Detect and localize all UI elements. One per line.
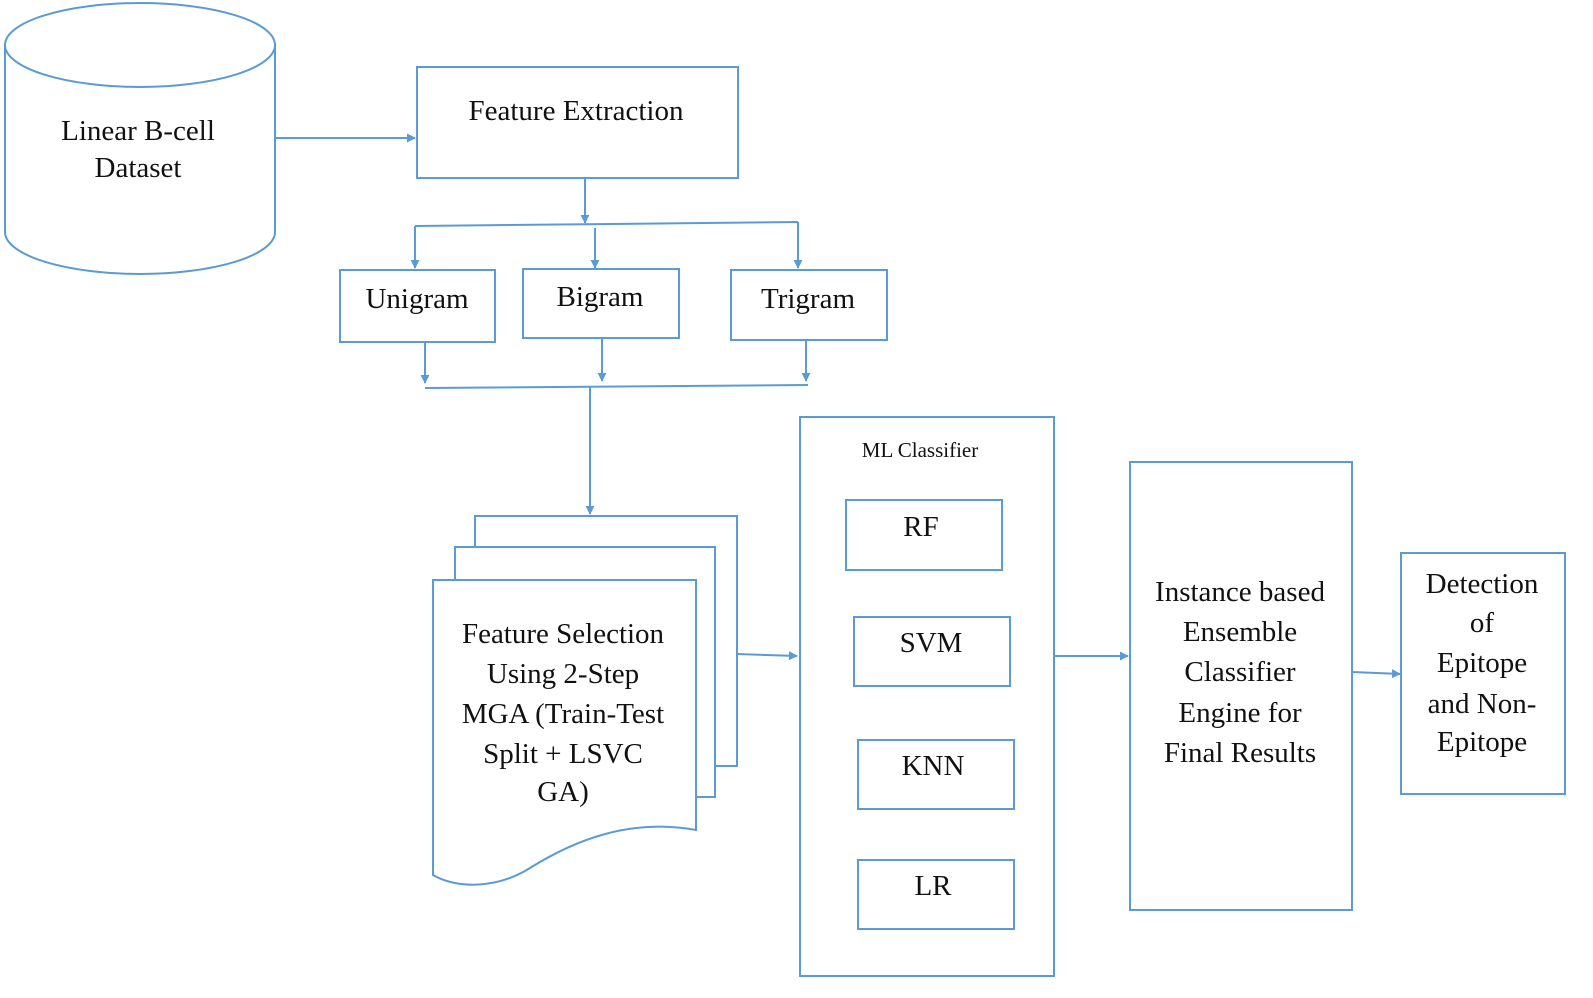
arrow-selection-to-classifier <box>736 651 798 661</box>
feature-selection-line-1: Feature Selection <box>462 618 665 650</box>
classifier-svm-box <box>853 616 1011 687</box>
classifier-knn-label: KNN <box>902 750 965 782</box>
ensemble-line-2: Ensemble <box>1183 616 1297 648</box>
feature-selection-line-4: Split + LSVC <box>483 738 643 770</box>
dataset-cylinder: Linear B-cell Dataset <box>4 2 276 275</box>
dataset-label-line-2: Dataset <box>95 152 182 184</box>
classifier-rf-box <box>845 499 1003 571</box>
classifier-lr-box <box>857 859 1015 930</box>
unigram-box: Unigram <box>339 269 496 343</box>
trigram-box: Trigram <box>730 269 888 341</box>
feature-selection-line-3: MGA (Train-Test <box>462 698 664 730</box>
classifier-svm-label: SVM <box>900 627 963 659</box>
trigram-label: Trigram <box>761 283 855 315</box>
arrow-ensemble-to-detection <box>1351 669 1401 679</box>
classifier-knn-box <box>857 739 1015 810</box>
ensemble-line-4: Engine for <box>1178 697 1302 729</box>
ml-classifier-title: ML Classifier <box>862 438 978 462</box>
detection-line-2: of <box>1470 607 1495 639</box>
ml-classifier-panel: ML Classifier RF SVM KNN LR <box>799 416 1055 977</box>
feature-extraction-box: Feature Extraction <box>416 66 739 179</box>
branch-line-top <box>414 221 799 227</box>
feature-selection-documents: Feature Selection Using 2-Step MGA (Trai… <box>432 515 738 886</box>
unigram-label: Unigram <box>365 283 469 315</box>
detection-box: Detection of Epitope and Non- Epitope <box>1400 552 1566 795</box>
detection-line-5: Epitope <box>1437 726 1527 758</box>
classifier-rf-label: RF <box>903 511 938 543</box>
dataset-label-line-1: Linear B-cell <box>61 115 215 147</box>
feature-selection-line-5: GA) <box>537 776 589 808</box>
ensemble-line-5: Final Results <box>1164 737 1316 769</box>
classifier-lr-label: LR <box>914 870 952 902</box>
ensemble-box: Instance based Ensemble Classifier Engin… <box>1129 461 1353 911</box>
merge-line <box>424 384 809 389</box>
feature-extraction-label: Feature Extraction <box>469 95 684 127</box>
detection-line-3: Epitope <box>1437 647 1527 679</box>
ensemble-line-3: Classifier <box>1184 656 1295 688</box>
detection-line-1: Detection <box>1426 568 1539 600</box>
bigram-box: Bigram <box>522 268 680 339</box>
feature-selection-line-2: Using 2-Step <box>487 658 639 690</box>
bigram-label: Bigram <box>557 281 644 313</box>
ensemble-line-1: Instance based <box>1155 576 1325 608</box>
detection-line-4: and Non- <box>1428 688 1537 720</box>
